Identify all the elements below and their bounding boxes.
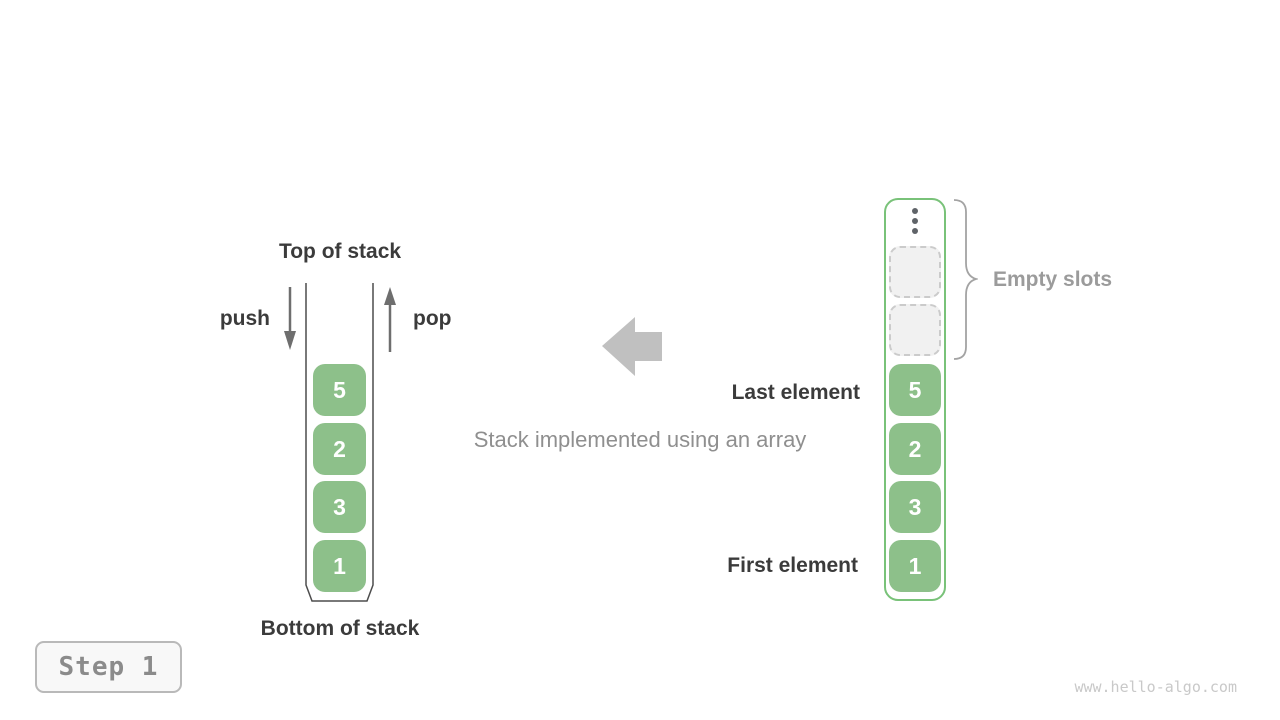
curly-brace-icon — [953, 199, 978, 360]
array-cell: 3 — [889, 481, 941, 533]
array-cell: 1 — [889, 540, 941, 592]
first-element-label: First element — [727, 554, 858, 577]
stack-box: 3 — [313, 481, 366, 533]
figure-caption: Stack implemented using an array — [473, 427, 807, 452]
array-cell: 5 — [889, 364, 941, 416]
ellipsis-dot-icon — [912, 228, 918, 234]
pop-up-arrow-icon — [384, 287, 396, 352]
array-cell: 2 — [889, 423, 941, 475]
empty-slot — [889, 304, 941, 356]
stack-container-outline — [305, 283, 374, 602]
empty-slot — [889, 246, 941, 298]
top-of-stack-label: Top of stack — [278, 240, 402, 263]
ellipsis-dot-icon — [912, 218, 918, 224]
step-badge: Step 1 — [35, 641, 182, 693]
push-label: push — [219, 307, 270, 330]
last-element-label: Last element — [731, 381, 860, 404]
empty-slots-label: Empty slots — [993, 268, 1113, 291]
left-block-arrow-icon — [602, 317, 662, 376]
watermark: www.hello-algo.com — [1074, 678, 1237, 696]
ellipsis-dot-icon — [912, 208, 918, 214]
pop-label: pop — [413, 307, 452, 330]
stack-box: 1 — [313, 540, 366, 592]
bottom-of-stack-label: Bottom of stack — [260, 617, 420, 640]
stack-box: 2 — [313, 423, 366, 475]
stack-box: 5 — [313, 364, 366, 416]
push-down-arrow-icon — [284, 287, 296, 350]
